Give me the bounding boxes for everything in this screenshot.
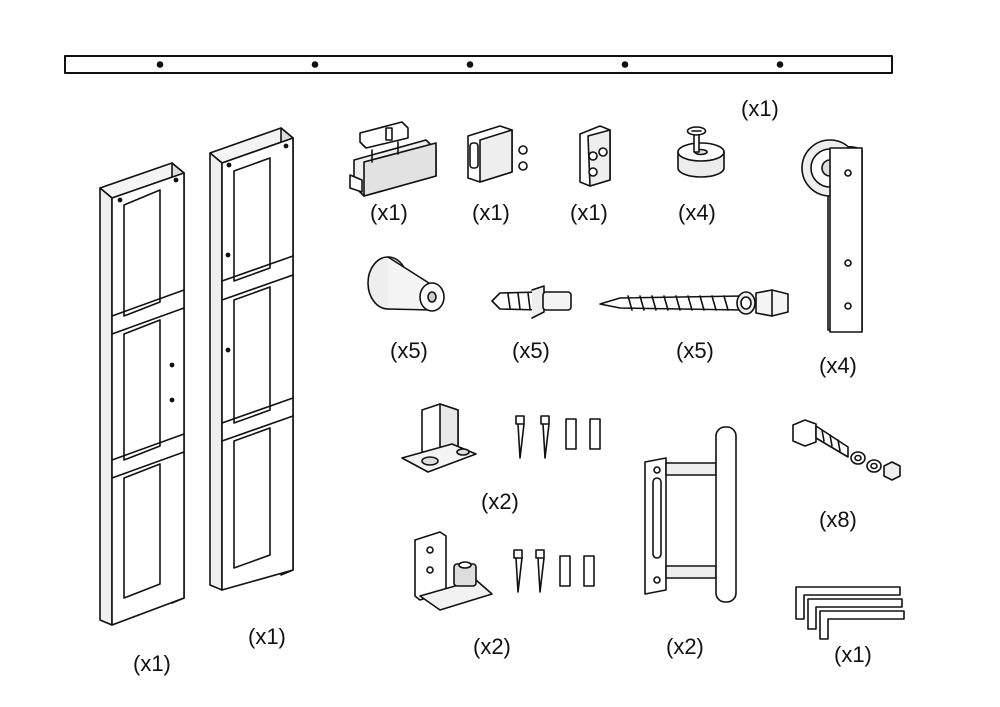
qty-hanger-roller: (x4) (819, 353, 857, 378)
qty-door-panel-right: (x1) (248, 624, 286, 649)
anti-jump-stopper (678, 127, 724, 177)
floor-guide-l (415, 532, 594, 610)
qty-wall-anchor: (x5) (512, 338, 550, 363)
qty-bolt-set: (x8) (819, 507, 857, 532)
bolt-set (793, 420, 900, 480)
track-rail (65, 56, 892, 73)
qty-spacer: (x5) (390, 338, 428, 363)
damper-bracket-a (468, 126, 527, 182)
damper-bracket-b (580, 126, 610, 186)
hanger-roller (802, 140, 862, 332)
pull-handle (645, 427, 736, 602)
floor-guide-t (402, 404, 600, 472)
soft-close-damper (350, 122, 436, 196)
qty-pull-handle: (x2) (666, 634, 704, 659)
qty-hex-keys: (x1) (834, 642, 872, 667)
door-panel-left (100, 163, 184, 625)
hex-keys (796, 587, 904, 639)
qty-soft-close-damper: (x1) (370, 200, 408, 225)
qty-lag-bolt: (x5) (676, 338, 714, 363)
wall-anchor (492, 286, 571, 318)
qty-damper-bracket-a: (x1) (472, 200, 510, 225)
qty-damper-bracket-b: (x1) (570, 200, 608, 225)
qty-anti-jump-stopper: (x4) (678, 200, 716, 225)
qty-floor-guide-t: (x2) (481, 489, 519, 514)
qty-track-rail: (x1) (741, 96, 779, 121)
qty-door-panel-left: (x1) (133, 651, 171, 676)
door-panel-right (210, 128, 293, 590)
lag-bolt (600, 290, 788, 316)
qty-floor-guide-l: (x2) (473, 634, 511, 659)
spacer (368, 257, 444, 311)
